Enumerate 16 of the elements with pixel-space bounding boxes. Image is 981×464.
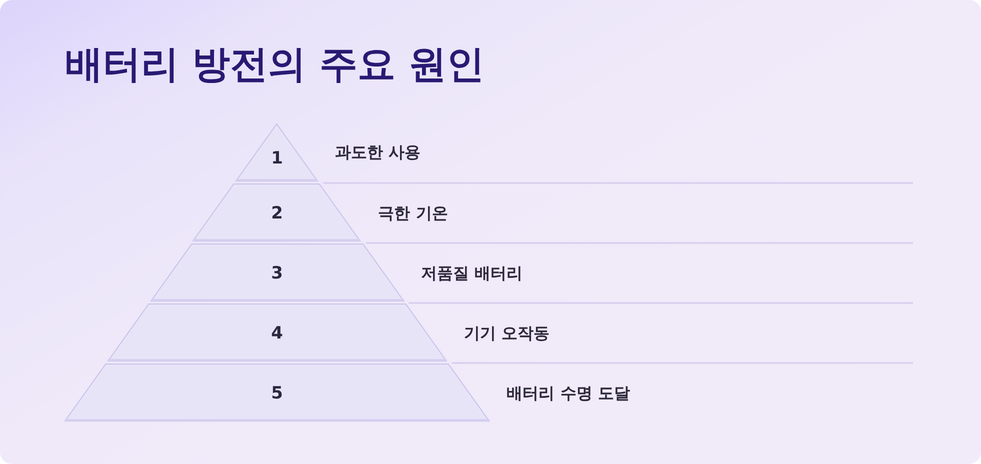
tier-number: 4 — [271, 324, 283, 343]
pyramid-tier — [150, 244, 404, 301]
cause-label: 배터리 수명 도달 — [506, 382, 630, 402]
tier-number: 3 — [271, 264, 283, 284]
cause-label: 극한 기온 — [378, 202, 448, 222]
pyramid-tier — [236, 124, 318, 181]
cause-label: 과도한 사용 — [334, 142, 421, 162]
cause-label: 저품질 배터리 — [421, 262, 523, 282]
tier-number: 1 — [271, 150, 283, 169]
pyramid-tier — [64, 364, 490, 421]
cause-label: 기기 오작동 — [464, 322, 550, 342]
tier-number: 5 — [271, 384, 283, 403]
tier-number: 2 — [271, 204, 283, 223]
pyramid-tier — [108, 304, 446, 361]
pyramid-tier — [193, 184, 361, 241]
title: 배터리 방전의 주요 원인 — [65, 42, 485, 88]
